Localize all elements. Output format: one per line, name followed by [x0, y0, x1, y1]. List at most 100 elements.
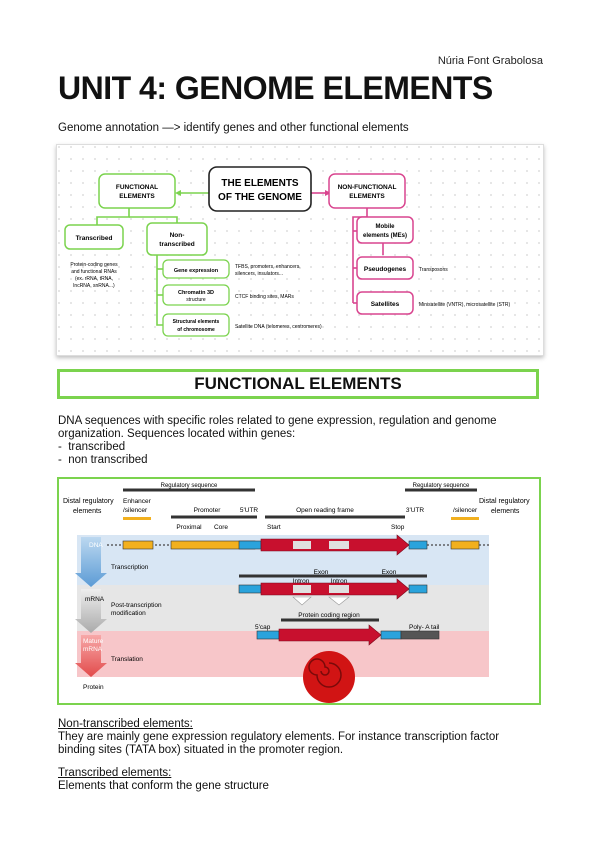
enhancer-left-label-2: /silencer: [123, 507, 148, 514]
intron-label-1: Intron: [293, 578, 310, 585]
distal-right-label-1: Distal regulatory: [479, 498, 530, 505]
polya-tail: [400, 630, 440, 640]
transcription-arrow: [75, 537, 107, 587]
dna-label: DNA: [89, 542, 103, 549]
connector-nontranscribed-children: [156, 255, 163, 326]
exon-label-2: Exon: [382, 569, 397, 576]
chromatin-node: [162, 284, 230, 306]
post-transcription-label-1: Post-transcription: [111, 602, 162, 609]
stop-label: Stop: [391, 524, 405, 531]
bullet-text: non transcribed: [68, 454, 148, 466]
regulatory-right-label: Regulatory sequence: [413, 483, 470, 489]
transcription-label: Transcription: [111, 564, 149, 571]
chromatin-label-1: Chromatin 3D: [178, 290, 214, 296]
cap-label: 5'cap: [255, 624, 271, 631]
distal-left-label-1: Distal regulatory: [63, 498, 114, 505]
utr5-block: [238, 540, 262, 550]
protein-label: Protein: [83, 684, 104, 691]
functional-node: [98, 173, 176, 209]
transcribed-heading: Transcribed elements:: [58, 767, 172, 779]
pseudogenes-label: Pseudogenes: [364, 266, 407, 273]
section-header-box: FUNCTIONAL ELEMENTS: [57, 369, 539, 399]
gene-expression-node: [162, 259, 230, 279]
connector-functional-nontranscribed: [129, 216, 178, 223]
concept-map-svg: THE ELEMENTS OF THE GENOME FUNCTIONAL EL…: [57, 145, 543, 355]
orf-label: Open reading frame: [296, 507, 354, 514]
pseudogenes-node: [356, 256, 414, 280]
functional-label-2: ELEMENTS: [119, 193, 155, 200]
enhancer-right-label: /silencer: [453, 507, 478, 514]
concept-map-figure: THE ELEMENTS OF THE GENOME FUNCTIONAL EL…: [56, 144, 544, 356]
transposons-label: Transposons: [419, 267, 448, 273]
transcribed-desc-2: and functional RNAs: [71, 269, 117, 275]
section-description-block: DNA sequences with specific roles relate…: [58, 415, 548, 467]
section-title: FUNCTIONAL ELEMENTS: [194, 374, 402, 393]
promoter-label: Promoter: [194, 507, 222, 514]
structural-label-2: of chromosome: [177, 327, 215, 333]
protein-shape: [303, 651, 355, 703]
gene-structure-svg: Regulatory sequence Regulatory sequence …: [63, 483, 530, 703]
section-description: DNA sequences with specific roles relate…: [58, 415, 497, 440]
bullet-item: - non transcribed: [58, 454, 148, 466]
post-transcription-arrow: [75, 589, 107, 633]
proximal-label: Proximal: [176, 524, 202, 531]
gene-arrow-mature: [278, 624, 382, 646]
gene-expression-desc-2: silencers, insulators...: [235, 271, 283, 277]
transcribed-desc-4: lncRNA, snRNA...): [73, 283, 115, 289]
structural-node: [162, 313, 230, 337]
connector-functional-transcribed: [96, 208, 130, 225]
nontranscribed-node: [146, 222, 208, 256]
structural-desc: Satellite DNA (telomeres, centromeres): [235, 324, 322, 330]
structural-label-1: Structural elements: [173, 319, 220, 325]
mrna-label: mRNA: [85, 596, 105, 603]
regulatory-left-label: Regulatory sequence: [161, 483, 218, 489]
utr3-label: 3'UTR: [406, 507, 425, 514]
satellites-desc: Minisatellite (VNTR), microsatellite (ST…: [419, 302, 510, 308]
intron-block-1: [293, 541, 311, 549]
center-label-2: OF THE GENOME: [218, 192, 302, 203]
mature-mrna-label-1: Mature: [83, 638, 104, 645]
bullet-text: transcribed: [68, 441, 126, 453]
start-label: Start: [267, 524, 281, 531]
splice-marker-1: [292, 596, 312, 606]
mature-mrna-label-2: mRNA: [83, 646, 103, 653]
utr3-block: [408, 540, 428, 550]
intron-label-2: Intron: [331, 578, 348, 585]
transcribed-desc-3: (ex. rRNA, tRNA,: [75, 276, 113, 282]
core-label: Core: [214, 524, 228, 531]
translation-label: Translation: [111, 656, 143, 663]
gene-expression-label: Gene expression: [174, 268, 219, 274]
transcribed-label: Transcribed: [76, 235, 113, 242]
page-title: UNIT 4: GENOME ELEMENTS: [58, 70, 493, 106]
nonfunctional-label-2: ELEMENTS: [349, 193, 385, 200]
satellites-node: [356, 291, 414, 315]
transcribed-node: [64, 224, 124, 250]
exon-label-1: Exon: [314, 569, 329, 576]
post-transcription-label-2: modification: [111, 610, 146, 617]
gene-structure-figure: Regulatory sequence Regulatory sequence …: [57, 477, 541, 705]
nontranscribed-label-1: Non-: [170, 232, 185, 239]
distal-left-label-2: elements: [73, 508, 102, 515]
mobile-elements-node: [356, 216, 414, 244]
polya-label: Poly- A tail: [409, 624, 440, 631]
center-label-1: THE ELEMENTS: [221, 178, 299, 189]
chromatin-label-2: structure: [186, 297, 206, 303]
mobile-label-1: Mobile: [376, 224, 396, 230]
gene-expression-desc-1: TFBS, promoters, enhancers,: [235, 264, 301, 270]
nontranscribed-heading: Non-transcribed elements:: [58, 718, 193, 730]
intron-block-2: [329, 541, 349, 549]
enhancer-right-block: [450, 540, 480, 550]
center-node: [208, 166, 312, 212]
nontranscribed-body: They are mainly gene expression regulato…: [58, 731, 500, 756]
intro-text: Genome annotation —> identify genes and …: [58, 122, 409, 134]
bullet-item: - transcribed: [58, 441, 126, 453]
transcribed-desc-1: Protein-coding genes: [70, 262, 118, 268]
nonfunctional-node: [328, 173, 406, 209]
author-name: Núria Font Grabolosa: [437, 55, 543, 67]
transcribed-body: Elements that conform the gene structure: [58, 780, 269, 792]
enhancer-left-block: [122, 540, 154, 550]
utr5-label: 5'UTR: [240, 507, 259, 514]
mobile-label-2: elements (MEs): [363, 233, 407, 239]
enhancer-left-label-1: Enhancer: [123, 498, 152, 505]
protein-coding-label: Protein coding region: [298, 612, 360, 619]
